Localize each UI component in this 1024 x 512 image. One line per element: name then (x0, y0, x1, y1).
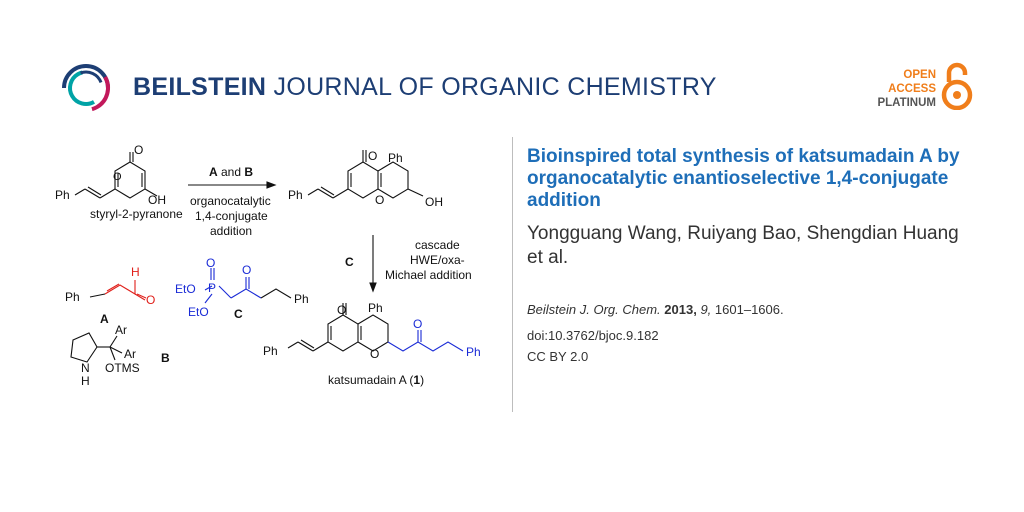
citation-journal: Beilstein J. Org. Chem. (527, 302, 661, 317)
step1-line2: 1,4-conjugate (195, 209, 268, 223)
step1-b: B (244, 165, 253, 179)
oa-line-open: OPEN (903, 69, 936, 81)
catalyst-otms: OTMS (105, 361, 140, 375)
product1-carbonyl-o: O (368, 149, 377, 163)
product1-ring-o: O (375, 193, 384, 207)
article-license: CC BY 2.0 (527, 349, 589, 364)
article-authors: Yongguang Wang, Ruiyang Bao, Shengdian H… (527, 223, 959, 268)
catalyst-ar-1: Ar (115, 323, 127, 337)
catalyst-ar-2: Ar (124, 347, 136, 361)
start-carbonyl-o: O (134, 143, 143, 157)
product-label-close: ) (420, 373, 424, 387)
reagent-c-eto-2: EtO (188, 305, 209, 319)
open-access-lock-icon (941, 62, 973, 110)
start-oh: OH (148, 193, 166, 207)
oa-line-access: ACCESS (888, 83, 936, 95)
step1-a: A (209, 165, 218, 179)
citation-pages: 1601–1606. (714, 302, 784, 317)
start-ph: Ph (55, 188, 70, 202)
reagent-c-eto-1: EtO (175, 282, 196, 296)
start-label: styryl-2-pyranone (90, 207, 183, 221)
journal-name-bold: BEILSTEIN (133, 73, 267, 101)
product1-ph-left: Ph (288, 188, 303, 202)
product-label-number: 1 (413, 373, 420, 387)
open-access-badge: OPEN ACCESS PLATINUM (877, 68, 936, 110)
reagent-c-ph: Ph (294, 292, 309, 306)
reagent-c-p: P (208, 281, 216, 295)
product-ph-left: Ph (263, 344, 278, 358)
beilstein-logo-icon (62, 64, 110, 112)
step2-line3: Michael addition (385, 268, 472, 282)
product-label-text: katsumadain A ( (328, 373, 413, 387)
product-ph-right: Ph (466, 345, 481, 359)
start-ring-o: O (113, 171, 122, 183)
step2-reagent: C (345, 255, 354, 269)
product-carbonyl-o: O (337, 303, 346, 317)
product-ketone-o: O (413, 317, 422, 331)
reagent-a-h: H (131, 265, 140, 279)
vertical-divider (512, 137, 513, 412)
reagent-a-o: O (146, 293, 155, 307)
reagent-a-ph: Ph (65, 290, 80, 304)
product1-ph: Ph (388, 151, 403, 165)
product-ph-top: Ph (368, 301, 383, 315)
reagent-c-po: O (206, 256, 215, 270)
article-citation: Beilstein J. Org. Chem. 2013, 9, 1601–16… (527, 302, 784, 317)
step1-line3: addition (210, 224, 252, 238)
article-title[interactable]: Bioinspired total synthesis of katsumada… (527, 146, 960, 211)
step2-line2: HWE/oxa- (410, 253, 465, 267)
product-label: katsumadain A (1) (328, 373, 424, 387)
reagent-c-label: C (234, 307, 243, 321)
catalyst-n: N (81, 361, 90, 375)
step1-and: and (218, 165, 245, 179)
step1-line1: organocatalytic (190, 194, 271, 208)
journal-name-rest: JOURNAL OF ORGANIC CHEMISTRY (273, 73, 717, 101)
product1-oh: OH (425, 195, 443, 209)
reagent-a-label: A (100, 312, 109, 326)
citation-volume: 9, (700, 302, 712, 317)
reaction-scheme: O O OH Ph styryl-2-pyranone A and B orga… (55, 143, 481, 388)
reagent-c-ketone-o: O (242, 263, 251, 277)
article-doi[interactable]: doi:10.3762/bjoc.9.182 (527, 328, 659, 343)
oa-line-platinum: PLATINUM (877, 97, 936, 109)
journal-name: BEILSTEIN JOURNAL OF ORGANIC CHEMISTRY (133, 73, 717, 102)
product-ring-o: O (370, 347, 379, 361)
citation-year: 2013, (664, 302, 697, 317)
step2-line1: cascade (415, 238, 460, 252)
catalyst-label: B (161, 351, 170, 365)
catalyst-h: H (81, 374, 90, 388)
step1-reagents: A and B (209, 165, 253, 179)
